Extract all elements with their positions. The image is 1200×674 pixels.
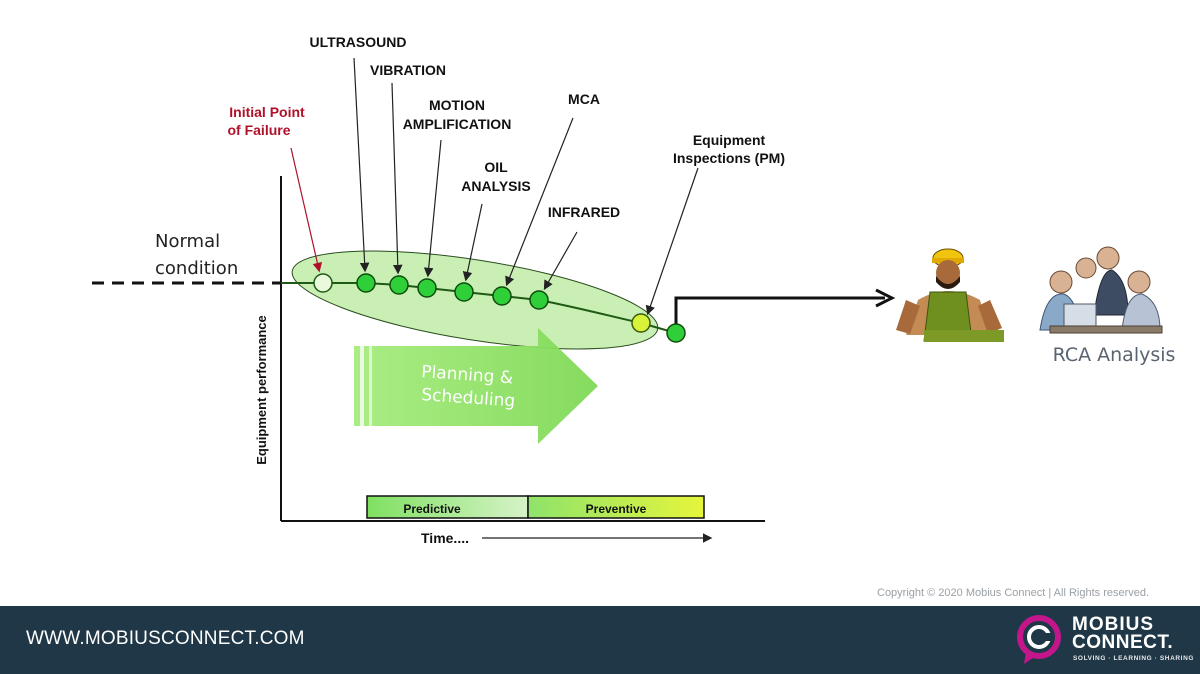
- label-motion-line1: MOTION: [429, 97, 485, 113]
- x-axis-title: Time....: [421, 530, 469, 546]
- label-oil-line1: OIL: [484, 159, 508, 175]
- label-inspections-line1: Equipment: [693, 132, 766, 148]
- logo-text-mobius: MOBIUS: [1072, 614, 1154, 635]
- label-mca: MCA: [568, 91, 600, 107]
- label-initial-failure-line1: Initial Point: [229, 104, 305, 120]
- pf-curve-diagram: ULTRASOUND VIBRATION MOTION AMPLIFICATIO…: [92, 34, 1176, 546]
- node-infrared: [529, 290, 549, 310]
- mobius-connect-logo: MOBIUS CONNECT. SOLVING · LEARNING · SHA…: [1014, 610, 1194, 670]
- label-initial-failure-line2: of Failure: [227, 122, 290, 138]
- copyright-text: Copyright © 2020 Mobius Connect | All Ri…: [877, 587, 1150, 599]
- node-ultrasound: [356, 273, 376, 293]
- detection-zone-ellipse: [291, 250, 659, 350]
- rca-analysis-label: RCA Analysis: [1053, 344, 1176, 366]
- label-normal-line2: condition: [155, 258, 238, 279]
- logo-mark-icon: [1017, 615, 1061, 664]
- label-motion-line2: AMPLIFICATION: [403, 116, 512, 132]
- pointer-infrared: [543, 231, 578, 291]
- label-ultrasound: ULTRASOUND: [310, 34, 407, 50]
- pointer-oil: [462, 203, 483, 282]
- label-vibration: VIBRATION: [370, 62, 446, 78]
- node-initial-failure: [313, 273, 333, 293]
- node-mca: [492, 286, 512, 306]
- label-oil-line2: ANALYSIS: [461, 178, 531, 194]
- logo-tagline: SOLVING · LEARNING · SHARING: [1073, 655, 1195, 662]
- pointer-ultrasound: [353, 57, 370, 273]
- performance-curve: [281, 282, 677, 334]
- pointer-motion: [423, 139, 442, 278]
- label-normal-line1: Normal: [155, 231, 220, 252]
- pointer-initial-failure: [290, 147, 323, 273]
- preventive-box: [527, 495, 705, 519]
- failure-step-arrow: [674, 296, 885, 333]
- failure-step-arrowhead: [875, 288, 896, 308]
- footer-bar: WWW.MOBIUSCONNECT.COM MOBIUS CONNECT. SO…: [0, 606, 1200, 674]
- predictive-label: Predictive: [403, 502, 461, 516]
- pointer-vibration: [391, 82, 403, 275]
- planning-scheduling-arrow: [354, 328, 598, 444]
- pointer-mca: [505, 117, 574, 287]
- y-axis-title: Equipment performance: [254, 315, 269, 465]
- label-infrared: INFRARED: [548, 204, 620, 220]
- logo-text-connect: CONNECT.: [1072, 632, 1174, 653]
- construction-worker-illustration: [896, 248, 1004, 342]
- node-vibration: [389, 275, 409, 295]
- preventive-label: Preventive: [586, 502, 647, 516]
- label-inspections-line2: Inspections (PM): [673, 150, 785, 166]
- node-failure: [666, 323, 686, 343]
- footer-website-link[interactable]: WWW.MOBIUSCONNECT.COM: [26, 628, 305, 649]
- node-motion: [417, 278, 437, 298]
- node-inspections: [631, 313, 651, 333]
- pointer-inspections: [645, 167, 699, 316]
- node-oil: [454, 282, 474, 302]
- team-meeting-illustration: [1039, 246, 1163, 334]
